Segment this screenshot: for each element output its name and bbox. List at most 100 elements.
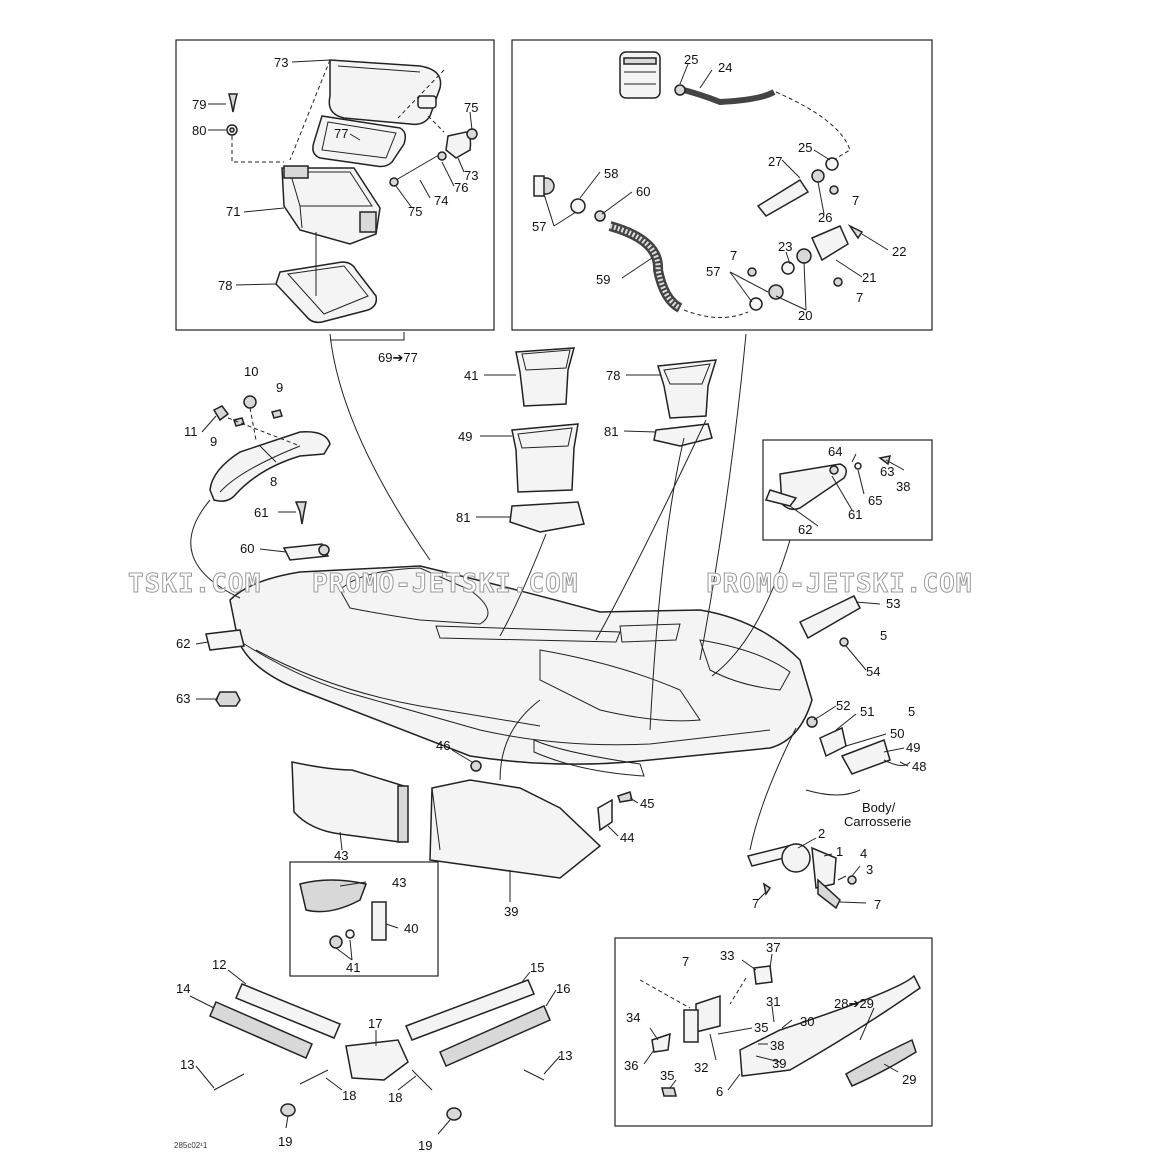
part-label: 10 bbox=[244, 364, 258, 379]
footrest-inset bbox=[762, 439, 933, 541]
part-label: 3 bbox=[866, 862, 873, 877]
part-label: 9 bbox=[210, 434, 217, 449]
part-label: 60 bbox=[636, 184, 650, 199]
watermark-main: PROMO-JETSKI.COM bbox=[312, 569, 578, 599]
part-label: 8 bbox=[270, 474, 277, 489]
front-fittings bbox=[205, 501, 330, 707]
body-label-fr: Carrosserie bbox=[844, 814, 911, 829]
part-label: 25 bbox=[798, 140, 812, 155]
part-label: 36 bbox=[624, 1058, 638, 1073]
part-label: 75 bbox=[464, 100, 478, 115]
part-label: 15 bbox=[530, 960, 544, 975]
part-label: 51 bbox=[860, 704, 874, 719]
part-label: 29 bbox=[902, 1072, 916, 1087]
part-label: 79 bbox=[192, 97, 206, 112]
part-label: 9 bbox=[276, 380, 283, 395]
part-label: 5 bbox=[908, 704, 915, 719]
part-label: 62 bbox=[176, 636, 190, 651]
part-label: 17 bbox=[368, 1016, 382, 1031]
part-label: 7 bbox=[730, 248, 737, 263]
part-label: 57 bbox=[532, 219, 546, 234]
part-label: 25 bbox=[684, 52, 698, 67]
part-label: 11 bbox=[184, 424, 198, 439]
part-label: 62 bbox=[798, 522, 812, 537]
part-label: 39 bbox=[772, 1056, 786, 1071]
part-label: 4 bbox=[860, 846, 867, 861]
part-label: 73 bbox=[464, 168, 478, 183]
reference-lines bbox=[190, 332, 861, 851]
part-label: 12 bbox=[212, 957, 226, 972]
part-label: 27 bbox=[768, 154, 782, 169]
part-label: 74 bbox=[434, 193, 448, 208]
part-label: 19 bbox=[278, 1134, 292, 1149]
part-label: 26 bbox=[818, 210, 832, 225]
part-labels: 73 79 80 77 75 73 76 74 75 71 78 69➔77 2… bbox=[174, 52, 926, 1153]
part-label: 76 bbox=[454, 180, 468, 195]
part-label: 37 bbox=[766, 940, 780, 955]
part-label: 60 bbox=[240, 541, 254, 556]
part-label: 78 bbox=[606, 368, 620, 383]
part-label: 32 bbox=[694, 1060, 708, 1075]
group-ref-storage: 69➔77 bbox=[378, 350, 418, 365]
leader-lines bbox=[189, 59, 909, 1135]
part-label: 65 bbox=[868, 493, 882, 508]
part-label: 31 bbox=[766, 994, 780, 1009]
part-label: 35 bbox=[660, 1068, 674, 1083]
cup-holders bbox=[509, 347, 718, 533]
part-label: 5 bbox=[880, 628, 887, 643]
part-label: 7 bbox=[874, 897, 881, 912]
part-label: 22 bbox=[892, 244, 906, 259]
part-label: 34 bbox=[626, 1010, 640, 1025]
part-label: 13 bbox=[180, 1057, 194, 1072]
part-label: 38 bbox=[896, 479, 910, 494]
drain-plug bbox=[746, 843, 857, 910]
part-label: 13 bbox=[558, 1048, 572, 1063]
grab-handle-parts bbox=[639, 965, 921, 1097]
part-label: 41 bbox=[464, 368, 478, 383]
part-label: 61 bbox=[848, 507, 862, 522]
part-label: 64 bbox=[828, 444, 842, 459]
part-label: 38 bbox=[770, 1038, 784, 1053]
part-label: 63 bbox=[880, 464, 894, 479]
part-label: 80 bbox=[192, 123, 206, 138]
storage-net-tray bbox=[291, 760, 633, 879]
storage-compartment-parts bbox=[226, 59, 478, 324]
part-label: 59 bbox=[596, 272, 610, 287]
part-label: 7 bbox=[682, 954, 689, 969]
part-label: 75 bbox=[408, 204, 422, 219]
body-label-en: Body/ bbox=[862, 800, 896, 815]
rear-fittings bbox=[798, 595, 911, 775]
part-label: 57 bbox=[706, 264, 720, 279]
part-label: 81 bbox=[456, 510, 470, 525]
part-label: 24 bbox=[718, 60, 732, 75]
part-label: 71 bbox=[226, 204, 240, 219]
part-label: 46 bbox=[436, 738, 450, 753]
drawing-code: 285c02¹1 bbox=[174, 1141, 208, 1150]
part-label: 77 bbox=[334, 126, 348, 141]
part-label: 61 bbox=[254, 505, 268, 520]
part-label: 43 bbox=[334, 848, 348, 863]
part-label: 2 bbox=[818, 826, 825, 841]
part-label: 1 bbox=[836, 844, 843, 859]
part-label: 18 bbox=[388, 1090, 402, 1105]
part-label: 52 bbox=[836, 698, 850, 713]
net-bracket-parts bbox=[299, 879, 387, 949]
part-label: 81 bbox=[604, 424, 618, 439]
bilge-pump-parts bbox=[533, 51, 864, 319]
part-label: 45 bbox=[640, 796, 654, 811]
part-label: 20 bbox=[798, 308, 812, 323]
part-label: 7 bbox=[752, 896, 759, 911]
hull-body bbox=[229, 565, 813, 777]
rear-grab-handle bbox=[209, 395, 331, 502]
grab-handle-inset bbox=[614, 937, 933, 1127]
part-label: 58 bbox=[604, 166, 618, 181]
part-label: 63 bbox=[176, 691, 190, 706]
part-label: 21 bbox=[862, 270, 876, 285]
part-label: 78 bbox=[218, 278, 232, 293]
part-label: 44 bbox=[620, 830, 634, 845]
part-label: 7 bbox=[856, 290, 863, 305]
part-label: 49 bbox=[458, 429, 472, 444]
bilge-pump-inset bbox=[511, 39, 933, 331]
side-rails bbox=[209, 979, 551, 1121]
